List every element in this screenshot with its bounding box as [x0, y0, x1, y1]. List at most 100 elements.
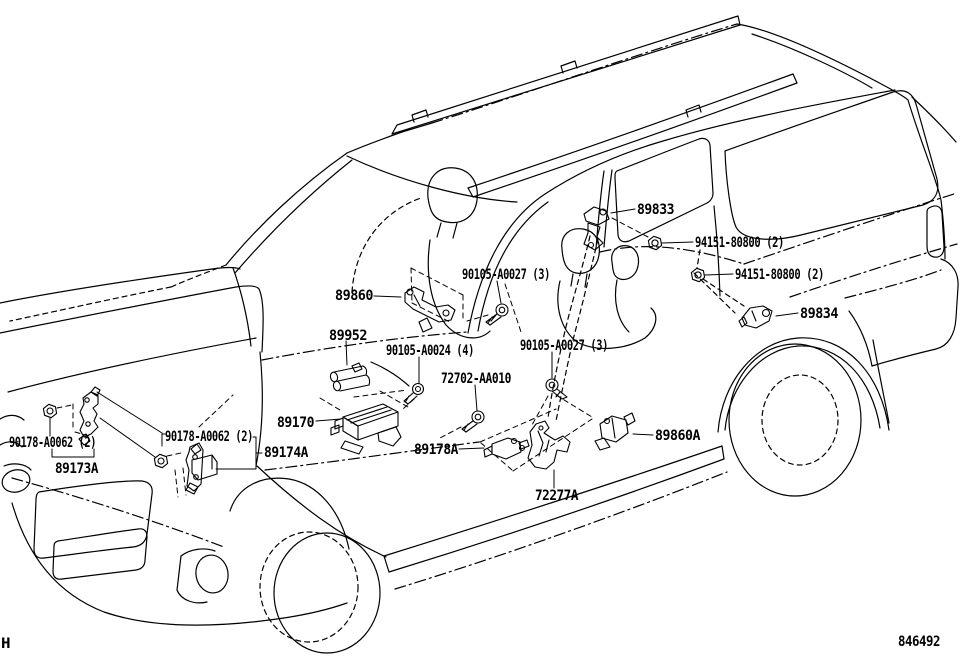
part-label-89860[interactable]: 89860 [335, 288, 374, 304]
hood-edge [0, 266, 241, 304]
hidden-leader-group2 [166, 394, 234, 498]
bracket-group-89174A [161, 433, 263, 470]
leader-lines [49, 208, 799, 498]
rear-end [848, 205, 959, 424]
leader-89178A [458, 447, 485, 450]
sensor-89178A-drawing [483, 437, 530, 460]
cowl-line [232, 267, 252, 347]
sensor-89860A-drawing [594, 412, 636, 451]
roof-rack-near-rail-mount [685, 104, 702, 118]
leader-90105-A0027-1 [496, 280, 502, 304]
part-label-90105-A0027-1[interactable]: 90105-A0027 (3) [462, 267, 551, 283]
hidden-box-89860 [410, 267, 464, 323]
seats [351, 167, 657, 387]
far-roof-edge [401, 122, 433, 133]
part-label-89833[interactable]: 89833 [637, 202, 675, 218]
door-bottom-crease [264, 441, 480, 471]
rocker-caps [383, 445, 725, 573]
hidden-box-ecu [319, 389, 409, 411]
fog-lamp-housing [176, 548, 216, 604]
rocker-line-1 [383, 445, 723, 557]
rocker-panel [383, 445, 728, 590]
screw-90105-A0024-drawing [403, 382, 425, 405]
rear-roof-trim [751, 33, 873, 89]
hidden-leader-72702 [439, 426, 462, 439]
belt-line-front [261, 331, 468, 361]
front-end [0, 266, 387, 626]
leader-bracket1-to-label [96, 391, 163, 434]
near-roof-edge-front [346, 155, 518, 203]
screw-90105-A0027-drawing-1 [485, 303, 509, 326]
rear-roof-corner [736, 23, 909, 101]
part-label-90105-A0027-2[interactable]: 90105-A0027 (3) [520, 338, 609, 354]
part-label-72702-AA010[interactable]: 72702-AA010 [441, 371, 512, 387]
vehicle-outline [0, 15, 959, 654]
roof-rack-far-rail-mount [411, 60, 578, 123]
middle-window [614, 137, 714, 243]
part-label-89952[interactable]: 89952 [329, 328, 368, 344]
rear-arch-edge [848, 310, 873, 367]
sill-line [256, 465, 387, 558]
module-89952-drawing [329, 362, 371, 392]
bumper-top-edge [11, 477, 225, 548]
front-seatbelt-hidden [547, 235, 591, 419]
bracket-89173A-drawing [78, 386, 101, 446]
rear-gate-edge [907, 99, 946, 260]
part-label-72277A[interactable]: 72277A [535, 488, 579, 504]
part-label-90178-A0062-1[interactable]: 90178-A0062 (2) [9, 435, 97, 451]
headlight-lines [0, 414, 25, 448]
part-label-94151-80800-1[interactable]: 94151-80800 (2) [695, 235, 785, 251]
footer: H 846492 [1, 634, 941, 652]
leader-72702 [474, 384, 478, 412]
part-label-89173A[interactable]: 89173A [55, 461, 99, 477]
rear-wheel-arch-inner [724, 345, 881, 431]
rear-wheel-arch [717, 337, 890, 433]
hidden-leader-a0027-2 [531, 394, 593, 426]
a-pillar-inner [234, 159, 353, 274]
rear-seatbelt-hidden [693, 249, 745, 314]
leader-bracket1-to-nut2 [99, 417, 156, 458]
rear-door-cut [713, 205, 721, 297]
part-label-89860A[interactable]: 89860A [655, 428, 702, 444]
nut-90178-drawing-1 [42, 403, 58, 419]
leader-89834 [775, 312, 799, 317]
door-frame-drip-rail [467, 89, 896, 334]
b-pillar [595, 169, 613, 250]
rocker-line-2 [388, 458, 725, 573]
roof-rack-far-rail [391, 15, 741, 135]
belt-line-rear [743, 192, 958, 265]
part-label-89178A[interactable]: 89178A [414, 442, 459, 458]
middle-seat-cushion [576, 307, 657, 349]
ecu-89170-drawing [330, 403, 402, 455]
part-label-89174A[interactable]: 89174A [264, 445, 309, 461]
nut-94151-drawing-2 [690, 267, 706, 283]
part-label-89834[interactable]: 89834 [800, 306, 839, 322]
part-label-90178-A0062-2[interactable]: 90178-A0062 (2) [165, 429, 254, 445]
fog-lamp-right [195, 554, 229, 594]
part-label-90105-A0024[interactable]: 90105-A0024 (4) [386, 343, 475, 359]
belt-line-mid [599, 246, 745, 265]
far-roof-edge-hidden [431, 23, 738, 124]
front-seatbelt-hidden-2 [555, 238, 599, 422]
part-label-94151-80800-2[interactable]: 94151-80800 (2) [735, 267, 825, 283]
nut-94151-drawing-1 [647, 235, 663, 251]
side-windows [595, 90, 939, 297]
a-pillar-base-hidden [170, 264, 227, 288]
hidden-box-sensor-cluster [479, 408, 593, 472]
quarter-rear-edge [872, 339, 890, 424]
front-seatback [427, 239, 491, 339]
footer-left-code: H [1, 636, 10, 652]
roof-and-pillars [170, 23, 957, 334]
tail-lamp [926, 205, 945, 258]
far-side-tail-edge [911, 96, 957, 143]
part-label-89170[interactable]: 89170 [277, 415, 315, 431]
rocker-line-3 [394, 471, 728, 590]
hidden-leader-89833-nut [611, 217, 649, 238]
sensor-89833-drawing [583, 206, 610, 251]
rear-quarter-window [724, 90, 939, 240]
quarter-crease-lower [844, 269, 942, 299]
rear-wheel [728, 343, 862, 497]
wheels [229, 337, 890, 654]
